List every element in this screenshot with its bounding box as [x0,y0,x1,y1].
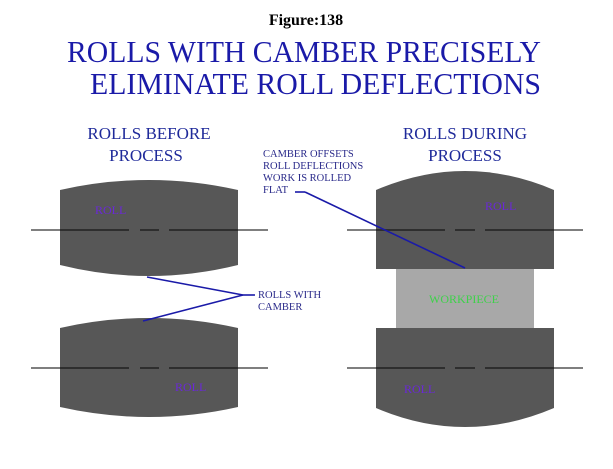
figure-label: Figure:138 [269,12,343,29]
camber-note-line-4: FLAT [263,185,289,196]
camber-note-leader [295,191,466,269]
workpiece-label: WORKPIECE [429,292,499,306]
rolls-with-camber-label-line-2: CAMBER [258,302,302,313]
before-bottom-roll-label: ROLL [175,380,206,394]
during-bottom-roll-label: ROLL [404,382,435,396]
before-top-roll-label: ROLL [95,203,126,217]
camber-note-line-1: CAMBER OFFSETS [263,149,354,160]
during-top-roll-label: ROLL [485,199,516,213]
rolls-with-camber-label-line-1: ROLLS WITH [258,290,322,301]
camber-note-line-3: WORK IS ROLLED [263,173,351,184]
camber-note-line-2: ROLL DEFLECTIONS [263,161,363,172]
title-line-1: ROLLS WITH CAMBER PRECISELY [67,35,541,69]
workpiece [396,269,534,328]
during-bottom-roll [376,328,554,427]
during-top-roll [376,171,554,269]
during-heading-line-1: ROLLS DURING [403,124,527,143]
title-line-2: ELIMINATE ROLL DEFLECTIONS [90,67,541,101]
before-top-roll [60,180,238,276]
during-heading-line-2: PROCESS [428,146,502,165]
before-heading-line-2: PROCESS [109,146,183,165]
rolls-with-camber-leader [142,276,255,322]
before-heading-line-1: ROLLS BEFORE [87,124,210,143]
